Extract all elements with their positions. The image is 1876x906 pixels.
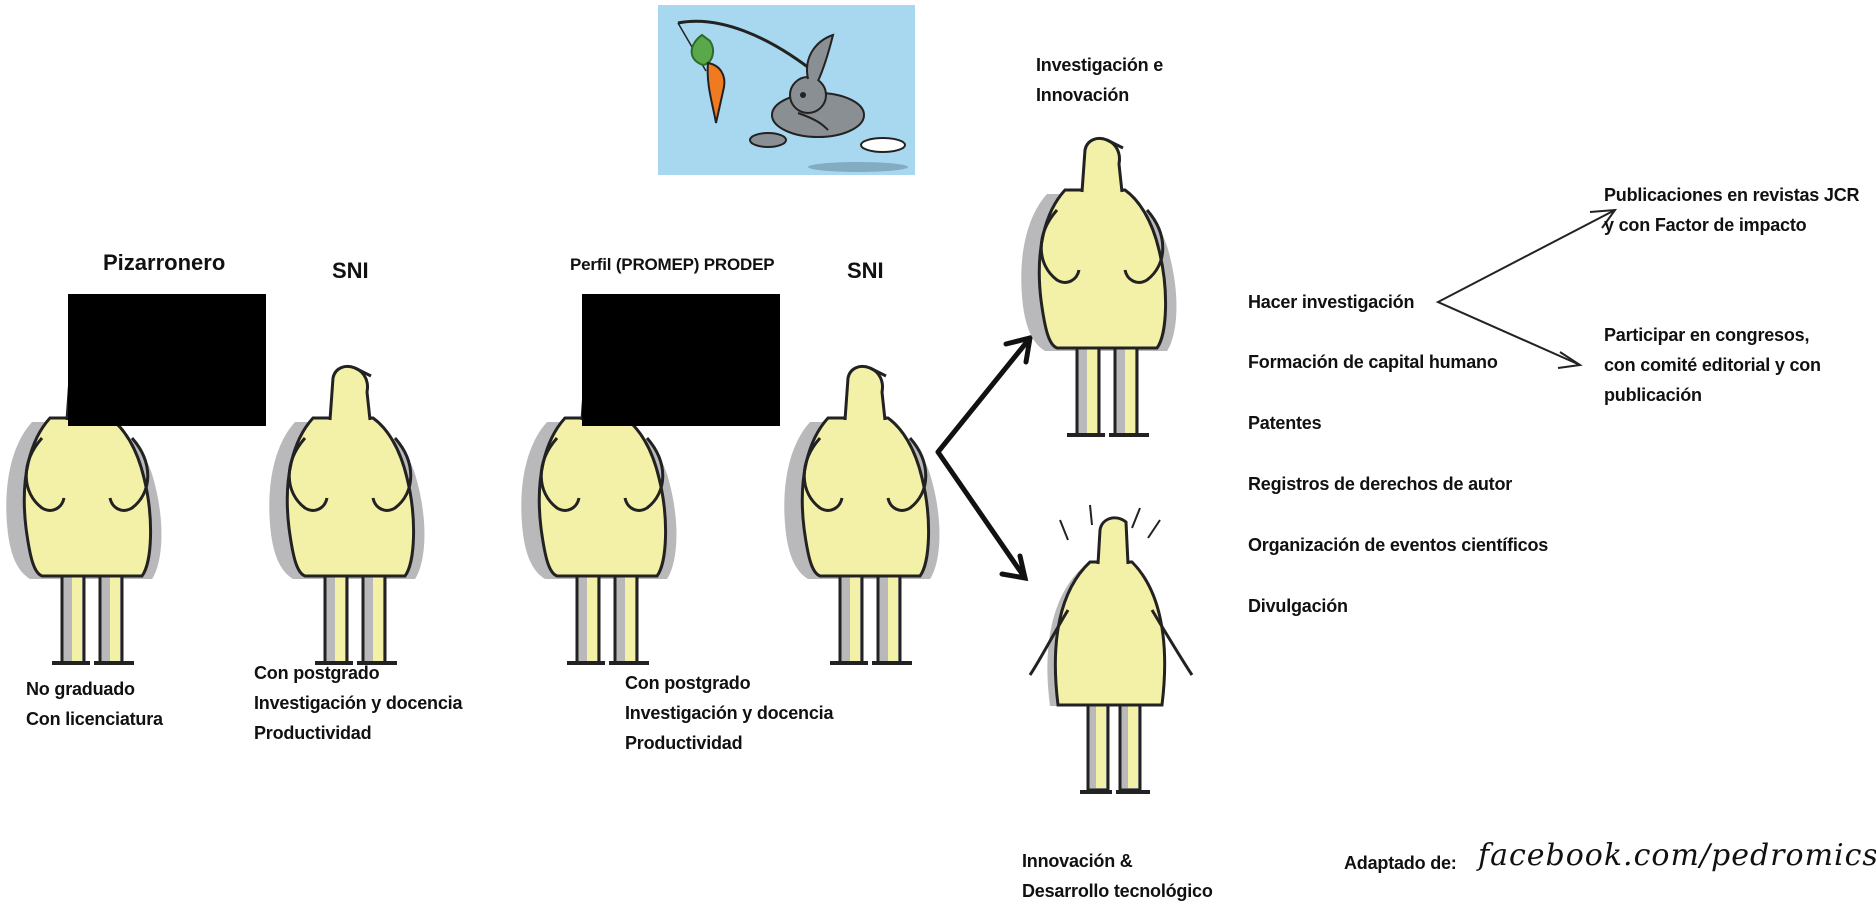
activity-divulgacion: Divulgación [1248,596,1348,616]
sni-1-description: Con postgrado Investigación y docencia P… [254,663,463,743]
prodep-description: Con postgrado Investigación y docencia P… [625,673,834,753]
activity-patentes: Patentes [1248,413,1322,433]
figure-investigacion [1019,136,1179,437]
credit-label: Adaptado de: [1344,853,1457,873]
sni-title-2: SNI [847,258,884,283]
pizarronero-title: Pizarronero [103,250,226,275]
innovacion-desarrollo-label: Innovación & Desarrollo tecnológico [1022,851,1213,901]
figure-innovacion [1028,504,1194,794]
redaction-block-2 [582,294,780,426]
activity-organizacion-eventos: Organización de eventos científicos [1248,535,1549,555]
redaction-block-1 [68,294,266,426]
investigacion-innovacion-label: Investigación e Innovación [1036,55,1164,105]
outcome-publicaciones: Publicaciones en revistas JCR y con Fact… [1604,185,1860,235]
activity-hacer-investigacion: Hacer investigación [1248,292,1415,312]
credit-source: facebook.com/pedromics [1478,838,1876,873]
outcome-congresos: Participar en congresos, con comité edit… [1604,325,1821,405]
activity-formacion-capital-humano: Formación de capital humano [1248,352,1498,372]
pizarronero-description: No graduado Con licenciatura [26,679,163,729]
sni-title-1: SNI [332,258,369,283]
carrot-rabbit-illustration [658,5,915,175]
activity-registros-derechos: Registros de derechos de autor [1248,474,1513,494]
prodep-title: Perfil (PROMEP) PRODEP [570,255,775,274]
